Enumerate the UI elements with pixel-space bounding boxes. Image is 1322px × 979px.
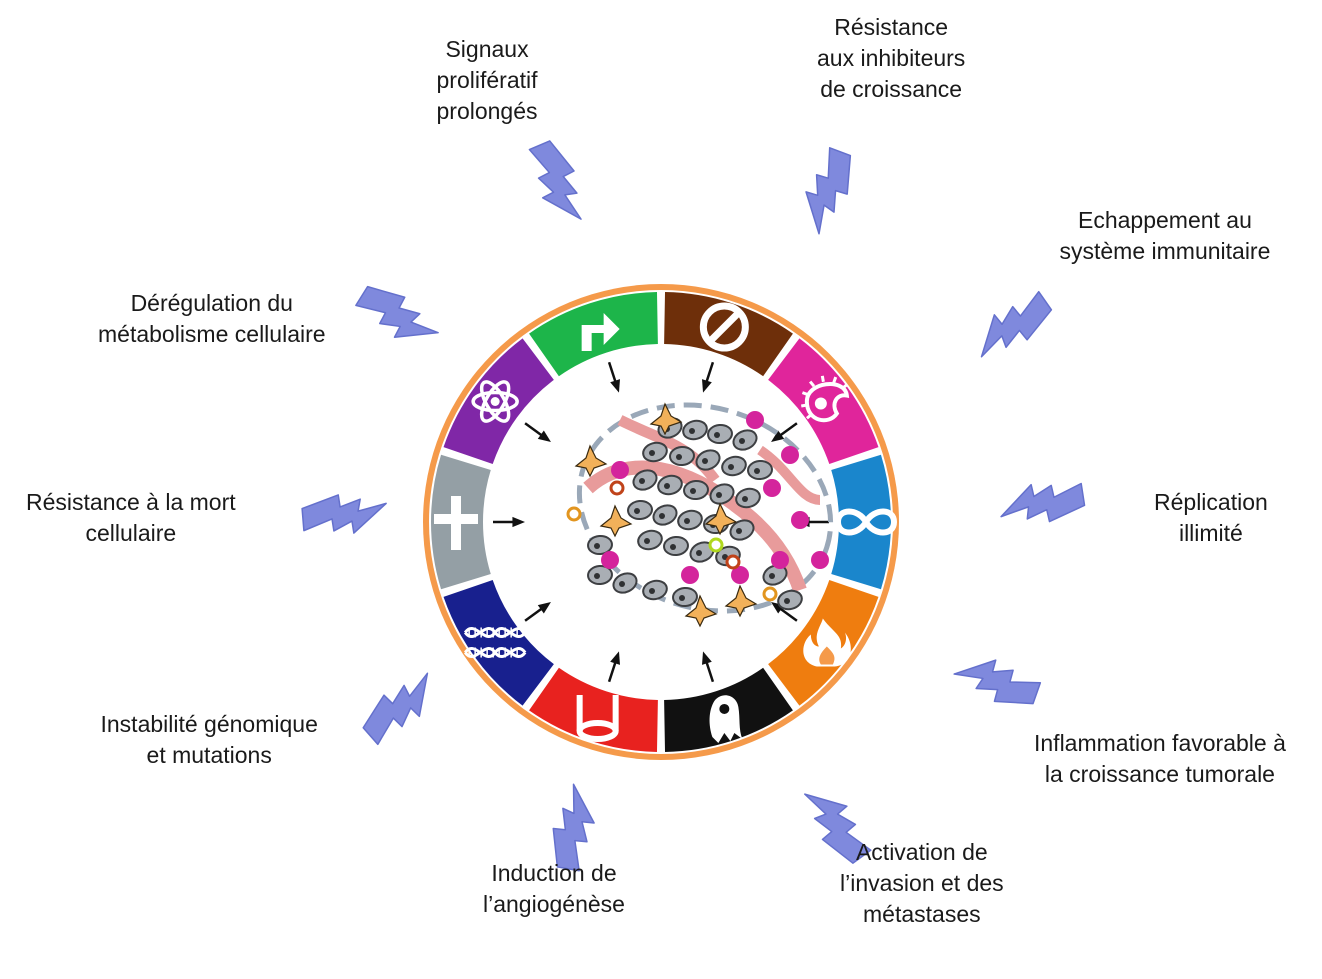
ghost-cell-icon — [709, 695, 743, 743]
no-entry-icon — [699, 302, 749, 352]
infinity-icon — [834, 508, 898, 536]
lightning-bolt-icon — [528, 140, 582, 220]
bent-arrow-icon — [581, 313, 620, 352]
inward-arrow-icon — [524, 422, 551, 443]
label-line: de croissance — [820, 75, 963, 102]
label-invasion-metastasis: Activation de l’invasion et des métastases — [840, 837, 1004, 930]
label-metabolism: Dérégulation du métabolisme cellulaire — [98, 288, 326, 350]
label-line: Résistance à la mort — [26, 489, 236, 515]
lightning-bolt-icon — [362, 672, 429, 746]
label-proliferative: Signaux prolifératif prolongés — [437, 34, 538, 127]
vessel-icon — [576, 694, 619, 742]
lightning-bolt-icon — [1000, 482, 1086, 523]
immune-cell-icon — [800, 375, 850, 423]
label-replicative-immortality: Réplication illimité — [1154, 487, 1268, 549]
lightning-bolt-icon — [805, 147, 852, 235]
lightning-bolt-icon — [552, 783, 595, 872]
dna-icon — [463, 627, 527, 658]
label-line: Induction de — [491, 860, 617, 886]
tombstone-cross-icon — [434, 496, 478, 550]
inward-arrow-icon — [771, 422, 798, 443]
label-line: Signaux — [445, 35, 529, 62]
segment-proliferative — [529, 292, 658, 377]
label-immune-evasion: Echappement au système immunitaire — [1060, 205, 1271, 267]
label-inflammation: Inflammation favorable à la croissance tu… — [1034, 728, 1286, 790]
atom-icon — [471, 380, 519, 423]
label-line: Réplication — [1154, 489, 1268, 515]
inward-arrow-icon — [524, 601, 551, 622]
segment-growth-suppressors — [664, 292, 793, 377]
label-line: la croissance tumorale — [1044, 761, 1275, 787]
label-line: Résistance — [834, 13, 949, 40]
label-line: aux inhibiteurs — [817, 44, 966, 71]
label-line: Dérégulation du — [130, 290, 293, 316]
segment-replicative-immortality — [831, 454, 891, 590]
lightning-bolt-icon — [355, 285, 439, 338]
label-line: Instabilité génomique — [100, 711, 318, 737]
label-cell-death: Résistance à la mort cellulaire — [26, 487, 236, 549]
segment-genome-instability — [443, 579, 554, 706]
label-genome-instability: Instabilité génomique et mutations — [101, 709, 318, 771]
label-line: prolifératif — [436, 66, 538, 93]
label-line: cellulaire — [85, 520, 177, 546]
segment-angiogenesis — [529, 667, 658, 752]
label-line: métastases — [863, 900, 981, 927]
inward-arrow-icon — [607, 651, 620, 683]
label-line: prolongés — [436, 97, 538, 124]
label-line: Inflammation favorable à — [1034, 730, 1286, 756]
label-growth-suppressors: Résistance aux inhibiteurs de croissance — [817, 12, 965, 105]
inward-arrow-icon — [702, 361, 715, 393]
label-line: métabolisme cellulaire — [98, 321, 326, 347]
inward-arrow-icon — [493, 516, 525, 528]
tumor-illustration — [566, 402, 834, 628]
label-line: système immunitaire — [1059, 238, 1271, 264]
label-line: l’angiogénèse — [483, 891, 625, 917]
lightning-bolt-icon — [980, 290, 1053, 358]
inward-arrow-icon — [607, 361, 620, 393]
label-line: l’invasion et des — [840, 869, 1004, 896]
flame-icon — [803, 618, 851, 667]
lightning-bolt-icon — [301, 494, 387, 534]
label-angiogenesis: Induction de l’angiogénèse — [483, 858, 625, 920]
label-line: et mutations — [146, 742, 272, 768]
label-line: illimité — [1178, 520, 1243, 546]
lightning-bolt-icon — [953, 659, 1042, 705]
inward-arrow-icon — [702, 651, 715, 683]
lightning-bolt-icon — [803, 793, 872, 864]
label-line: Activation de — [855, 838, 988, 865]
label-line: Echappement au — [1077, 207, 1252, 233]
